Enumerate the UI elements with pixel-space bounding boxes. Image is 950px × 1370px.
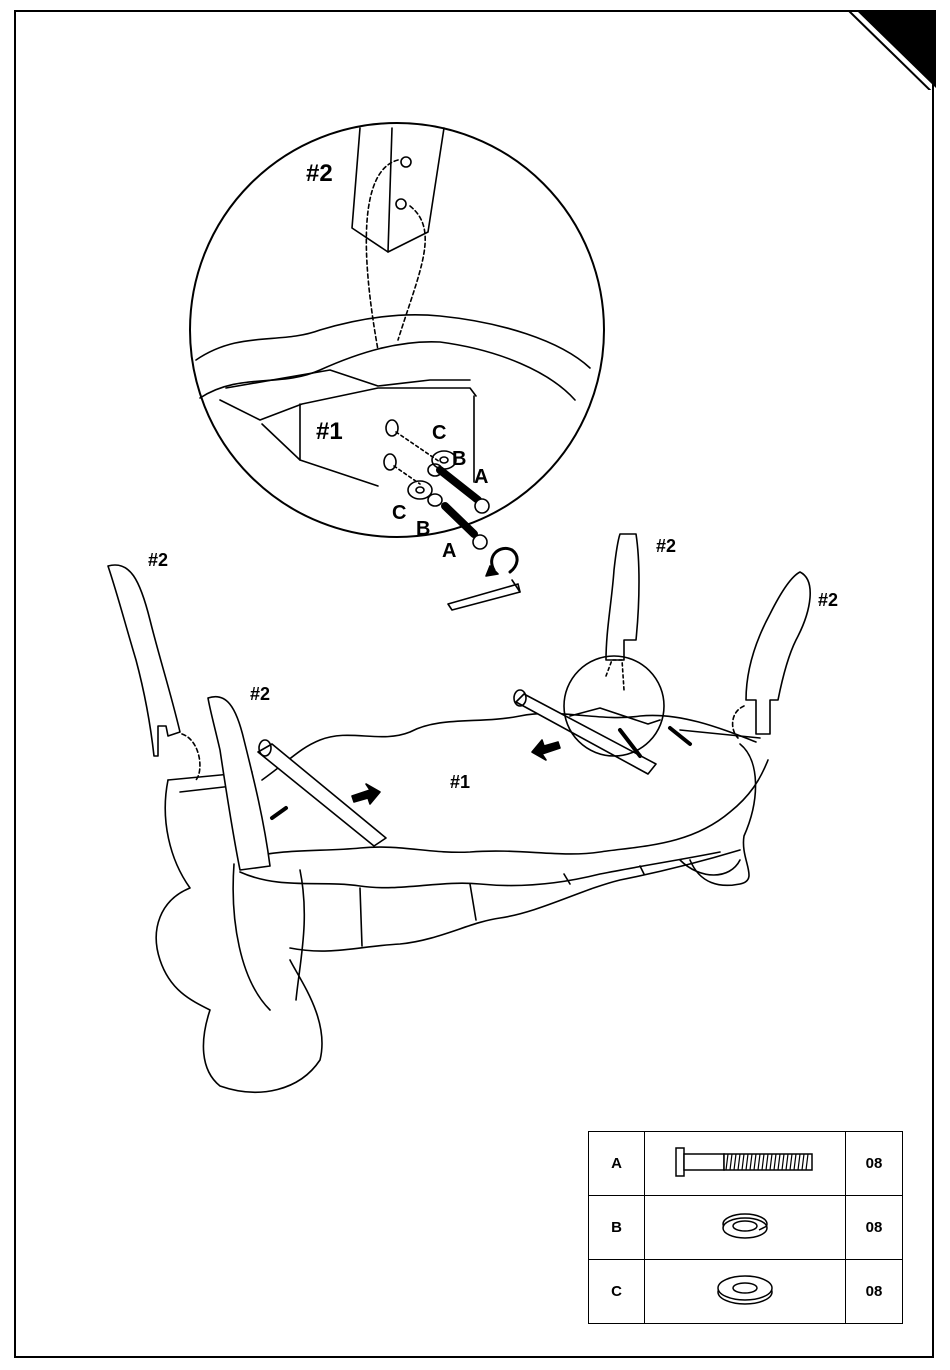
leg-back-right [606, 534, 639, 660]
leg-front-right [733, 572, 811, 738]
part-letter: C [589, 1260, 645, 1324]
leg-front-left [208, 697, 270, 870]
leg-front-right-label: #2 [818, 590, 838, 611]
zoom-washer-c-bottom-label: C [392, 502, 406, 525]
small-zoom-circle [272, 656, 690, 818]
bolt-icon [645, 1132, 846, 1196]
part-letter: B [589, 1196, 645, 1260]
zoom-detail-circle [190, 123, 604, 549]
part-quantity: 08 [846, 1260, 903, 1324]
bench-body-label: #1 [450, 772, 470, 793]
part-letter: A [589, 1132, 645, 1196]
zoom-frame-label: #1 [316, 418, 343, 446]
part-quantity: 08 [846, 1196, 903, 1260]
spring-washer-icon [645, 1196, 846, 1260]
flat-washer-icon [645, 1260, 846, 1324]
leg-front-left-label: #2 [250, 684, 270, 705]
table-row: A 08 [589, 1132, 903, 1196]
table-row: B 08 [589, 1196, 903, 1260]
allen-key [448, 548, 520, 610]
part-quantity: 08 [846, 1132, 903, 1196]
leg-back-left-label: #2 [148, 550, 168, 571]
zoom-washer-b-top-label: B [452, 448, 466, 471]
zoom-leg-label: #2 [306, 160, 333, 188]
leg-back-left [108, 565, 200, 780]
stretcher-bar [258, 690, 656, 846]
leg-back-right-label: #2 [656, 536, 676, 557]
zoom-bolt-a-top-label: A [474, 466, 488, 489]
parts-table: A 08 B 08 C [588, 1131, 903, 1324]
zoom-bolt-a-bottom-label: A [442, 540, 456, 563]
zoom-washer-b-bottom-label: B [416, 518, 430, 541]
table-row: C 08 [589, 1260, 903, 1324]
zoom-washer-c-top-label: C [432, 422, 446, 445]
